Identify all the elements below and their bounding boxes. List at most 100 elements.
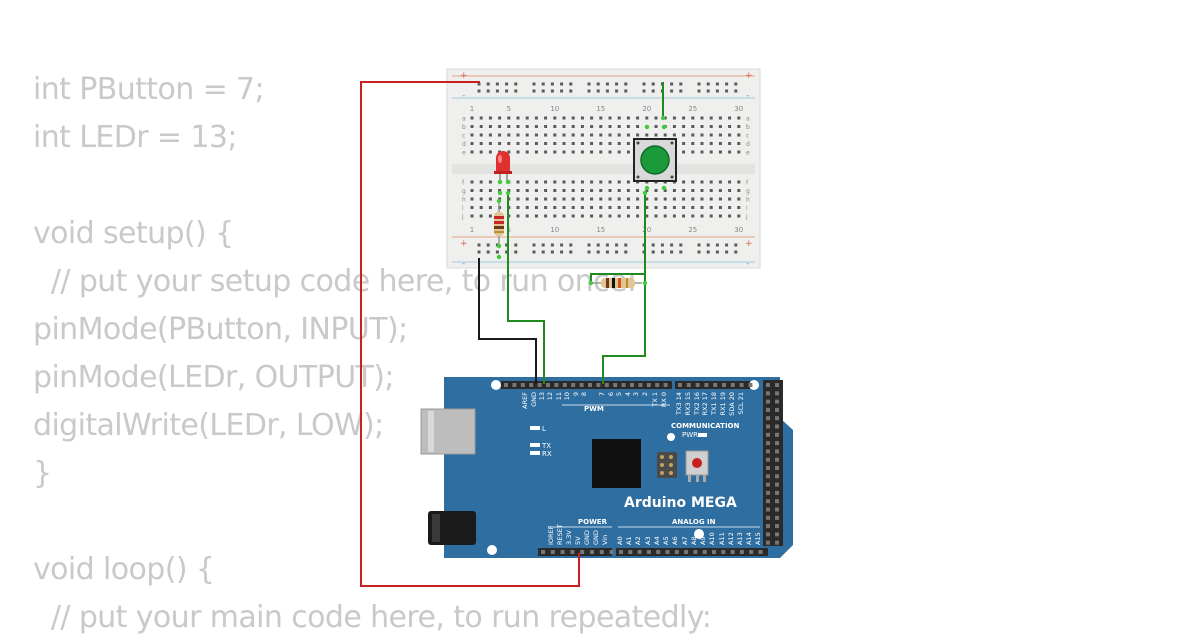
double-header [763, 380, 783, 546]
push-button [633, 138, 677, 182]
row-letter: c [746, 133, 749, 140]
rail-minus-label: - [746, 259, 749, 269]
pin-label: GND [530, 392, 538, 407]
red-wire [360, 81, 580, 587]
row-letter: b [746, 124, 750, 131]
pin-label: A1 [625, 536, 633, 545]
pin-label: GND [592, 530, 600, 545]
pin-label: A9 [699, 536, 707, 545]
pin-label: A3 [644, 536, 652, 545]
code-line: } [33, 456, 52, 491]
pin-label: A12 [727, 532, 735, 545]
pin-label: TX3 14 [675, 392, 683, 416]
pin-label: TX2 16 [693, 392, 701, 416]
pin-label: AREF [521, 392, 529, 409]
green-wire-resistor [590, 273, 645, 283]
connection-dot [496, 254, 502, 260]
code-line: int LEDr = 13; [33, 120, 237, 155]
row-letter: f [462, 180, 465, 187]
rail-minus-label: - [462, 259, 465, 269]
pin-label: SDA 20 [728, 392, 736, 416]
connection-dot [644, 124, 650, 130]
row-letter: h [462, 197, 466, 204]
row-letter: h [746, 197, 750, 204]
reset-button [685, 450, 709, 482]
analog-in-label: ANALOG IN [672, 518, 716, 526]
column-number: 10 [550, 226, 559, 234]
column-number: 5 [507, 105, 511, 113]
column-number: 1 [470, 105, 474, 113]
pwm-label: PWM [584, 405, 604, 413]
resistor-led [494, 202, 504, 246]
code-line: digitalWrite(LEDr, LOW); [33, 408, 384, 443]
pin-label: IOREF [547, 525, 555, 545]
connection-dot [496, 198, 502, 204]
rail-plus-label: + [745, 71, 753, 81]
row-letter: e [746, 150, 750, 157]
column-number: 30 [734, 105, 743, 113]
column-number: 25 [688, 105, 697, 113]
connection-dot [497, 190, 503, 196]
header-pin-holes [504, 383, 779, 554]
black-wire [478, 258, 537, 384]
connection-points [496, 115, 667, 286]
pin-label: 12 [546, 392, 554, 400]
rail-plus-label: + [460, 71, 468, 81]
column-number: 15 [596, 226, 605, 234]
pin-label: A0 [616, 536, 624, 545]
row-letter: c [462, 133, 465, 140]
rail-plus-label: + [745, 239, 753, 249]
rail-minus-label: - [746, 91, 749, 101]
row-letter: b [462, 124, 466, 131]
power-label: POWER [578, 518, 608, 526]
code-line: int PButton = 7; [33, 72, 265, 107]
pin-label: RESET [556, 524, 564, 545]
pin-label: RX3 15 [684, 392, 692, 415]
pin-label: A4 [653, 536, 661, 545]
pin-label: Vin [601, 535, 609, 545]
pin-label: A7 [681, 536, 689, 545]
connection-dot [588, 280, 594, 286]
microcontroller-chip [592, 439, 641, 488]
connection-dot [642, 190, 648, 196]
column-number: 20 [642, 105, 651, 113]
connection-dot [496, 243, 502, 249]
row-letter: j [745, 214, 748, 221]
pwr-label: PWR [682, 431, 698, 439]
pin-label: A5 [662, 536, 670, 545]
row-letter: f [746, 180, 749, 187]
mounting-hole [667, 433, 675, 441]
pin-label: RX1 19 [719, 392, 727, 415]
code-line: // put your main code here, to run repea… [33, 600, 712, 635]
pin-label: 5 [615, 392, 623, 396]
wires [360, 81, 664, 587]
code-line: pinMode(LEDr, OUTPUT); [33, 360, 395, 395]
connection-dot [661, 124, 667, 130]
column-number: 1 [470, 226, 474, 234]
row-letter: e [462, 150, 466, 157]
pin-label: A13 [736, 532, 744, 545]
pin-label: A11 [718, 532, 726, 545]
column-number: 25 [688, 226, 697, 234]
pin-label: 5V [574, 536, 582, 545]
led-tx-label: TX [541, 442, 551, 450]
pin-label: A6 [671, 536, 679, 545]
pin-label: 6 [607, 392, 615, 396]
column-number: 10 [550, 105, 559, 113]
pin-label: GND [583, 530, 591, 545]
connection-dot [644, 185, 650, 191]
code-line: pinMode(PButton, INPUT); [33, 312, 408, 347]
communication-label: COMMUNICATION [671, 422, 740, 430]
pin-label: A15 [754, 532, 762, 545]
pin-label: RX2 17 [701, 392, 709, 415]
digital-header [501, 381, 672, 389]
led-l-label: L [542, 425, 546, 433]
pin-label: TX 1 [651, 392, 659, 408]
row-letter: i [462, 205, 464, 212]
row-letter: d [746, 141, 750, 148]
resistor-button [591, 278, 642, 288]
pin-label: 2 [641, 392, 649, 396]
